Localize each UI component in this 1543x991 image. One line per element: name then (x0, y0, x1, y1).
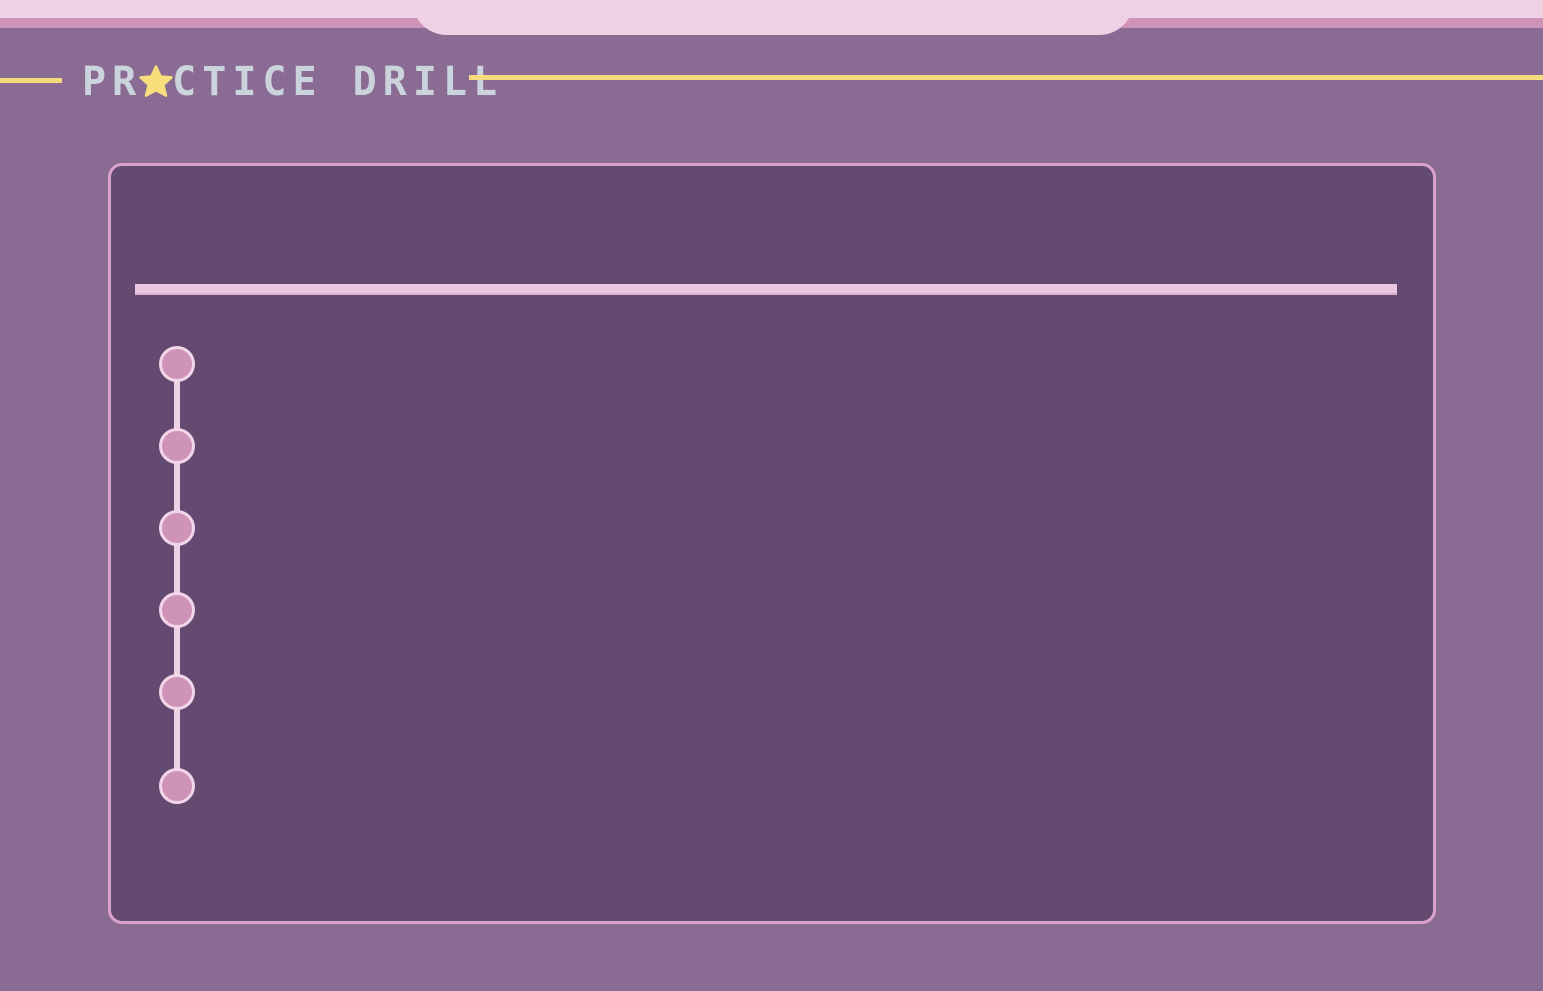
title-text-end: CTICE DRILL (172, 59, 504, 105)
level-node[interactable] (159, 428, 195, 464)
drill-panel (108, 163, 1436, 924)
panel-divider (135, 284, 1397, 294)
game-title: PR CTICE DRILL (82, 59, 504, 105)
level-track-line (174, 361, 180, 783)
title-accent-line-left (0, 78, 62, 83)
panel-divider-shadow (135, 293, 1397, 295)
level-node[interactable] (159, 510, 195, 546)
level-node[interactable] (159, 674, 195, 710)
level-node[interactable] (159, 592, 195, 628)
level-node[interactable] (159, 346, 195, 382)
title-text-start: PR (82, 59, 143, 105)
top-tab (412, 0, 1134, 35)
star-icon (139, 65, 173, 97)
title-accent-line-right (469, 75, 1543, 80)
level-node[interactable] (159, 768, 195, 804)
